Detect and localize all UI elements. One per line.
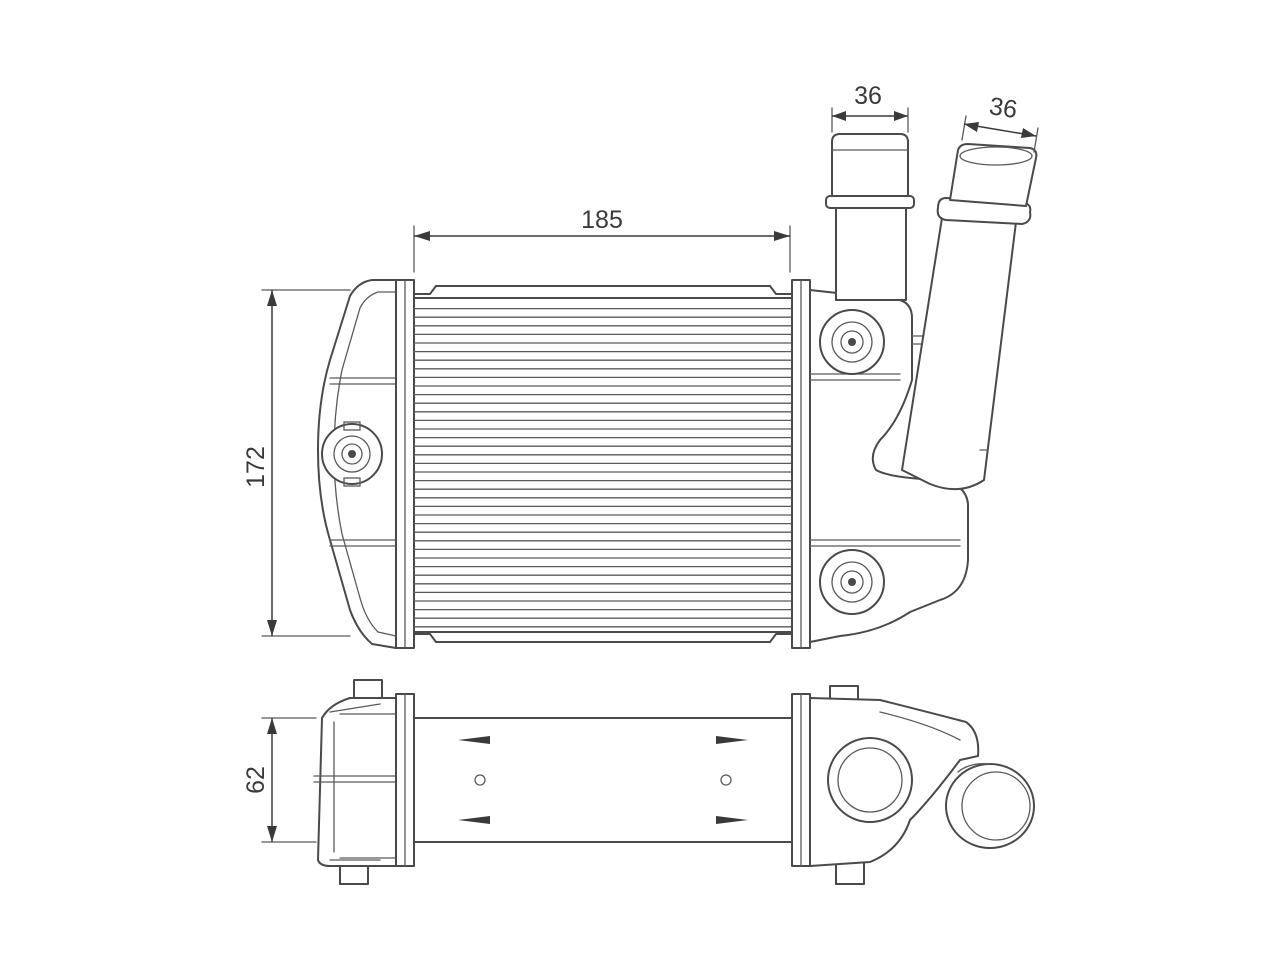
dimension-outlet-diameter: 36 [831, 82, 909, 133]
right-top-mount-grommet [819, 309, 885, 375]
dimension-height: 172 [242, 289, 351, 637]
core [413, 285, 793, 643]
dimension-core-width: 185 [413, 206, 791, 273]
front-view [317, 133, 1038, 649]
side-left-header [395, 693, 415, 867]
outlet-diameter-label: 36 [854, 82, 882, 110]
core-width-label: 185 [581, 206, 623, 234]
inlet-pipe [901, 143, 1038, 491]
core-fins [413, 307, 793, 628]
dimension-inlet-diameter: 36 [961, 92, 1039, 153]
outlet-pipe [825, 133, 915, 301]
left-header-plate [395, 279, 415, 649]
left-mount-grommet [321, 421, 383, 487]
depth-label: 62 [242, 766, 270, 794]
side-outlet-port [827, 737, 913, 823]
side-core [413, 717, 793, 843]
side-left-tank [313, 679, 397, 885]
dimension-depth: 62 [242, 717, 317, 843]
right-bottom-mount-grommet [819, 549, 885, 615]
right-header-plate [791, 279, 811, 649]
side-inlet-port [945, 763, 1035, 849]
side-right-header [791, 693, 811, 867]
inlet-diameter-label: 36 [987, 92, 1019, 124]
height-label: 172 [242, 446, 270, 488]
side-view [313, 679, 1035, 885]
